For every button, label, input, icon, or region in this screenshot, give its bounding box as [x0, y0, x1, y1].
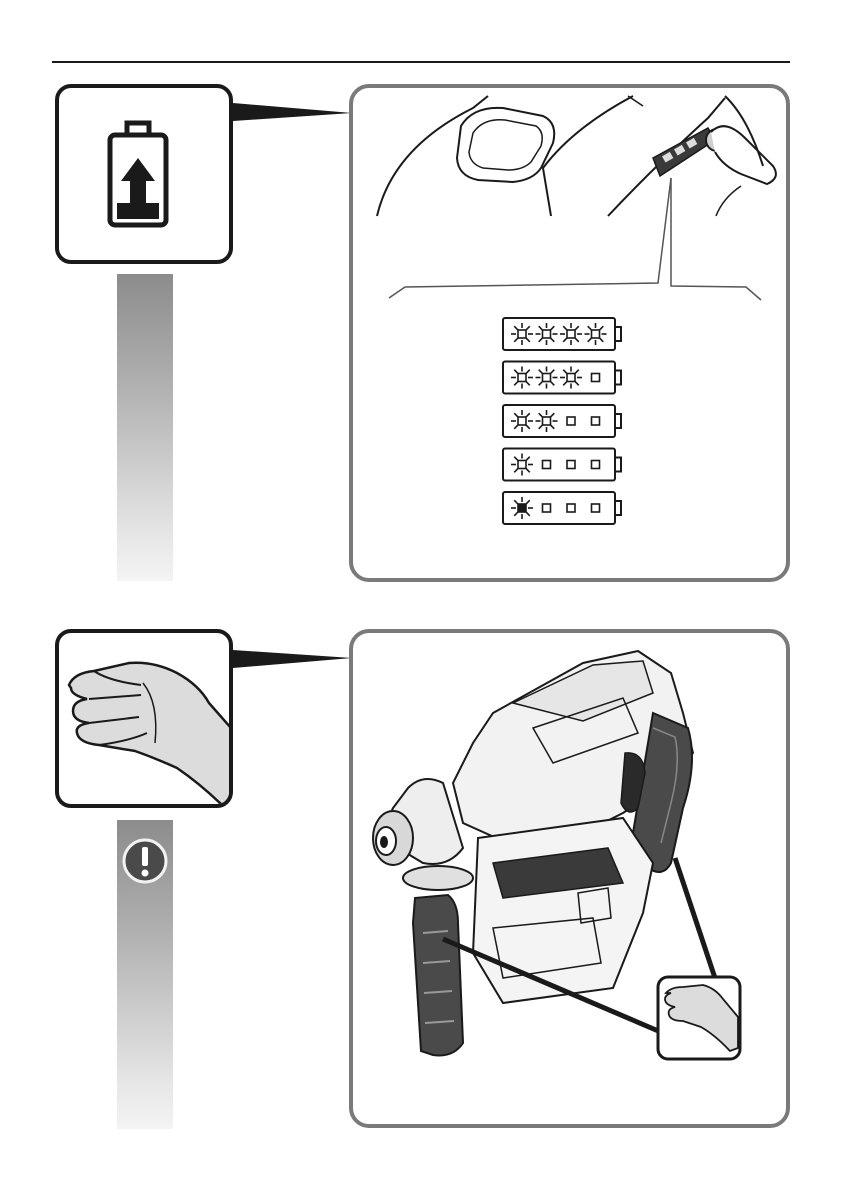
- hand-grip-inset-icon: [658, 977, 740, 1059]
- battery-charge-arrow-icon: [59, 88, 229, 260]
- battery-level-panel: [349, 84, 790, 582]
- unlit-segment-icon: [543, 504, 551, 512]
- lit-segment-icon: [511, 367, 533, 389]
- unlit-segment-icon: [543, 461, 551, 469]
- lit-segment-icon: [511, 410, 533, 432]
- unlit-segment-icon: [567, 461, 575, 469]
- grip-callout-pointer: [233, 650, 352, 668]
- lit-segment-icon: [536, 323, 558, 345]
- lit-segment-icon: [511, 497, 533, 519]
- charge-level-indicator: [503, 405, 621, 437]
- unlit-segment-icon: [592, 504, 600, 512]
- charge-level-indicator: [503, 449, 621, 481]
- rotary-hammer-insulated-grip-illustration: [353, 633, 786, 1124]
- unlit-segment-icon: [567, 417, 575, 425]
- hand-grip-icon: [59, 633, 229, 804]
- lit-segment-icon: [585, 323, 607, 345]
- charge-level-list: [503, 318, 621, 524]
- lit-segment-icon: [511, 323, 533, 345]
- lit-segment-icon: [536, 410, 558, 432]
- hand-icon-box: [55, 629, 233, 808]
- unlit-segment-icon: [592, 374, 600, 382]
- battery-gradient-bar: [117, 274, 173, 581]
- charge-level-indicator: [503, 318, 621, 350]
- battery-icon-box: [55, 84, 233, 264]
- press-battery-level-button-illustration: [353, 88, 786, 578]
- lit-segment-icon: [536, 367, 558, 389]
- grip-panel: [349, 629, 790, 1128]
- unlit-segment-icon: [592, 417, 600, 425]
- unlit-segment-icon: [567, 504, 575, 512]
- lit-segment-icon: [560, 323, 582, 345]
- unlit-segment-icon: [592, 461, 600, 469]
- lit-segment-icon: [560, 367, 582, 389]
- exclamation-warning-icon: [117, 820, 173, 900]
- lit-segment-icon: [511, 454, 533, 476]
- charge-level-indicator: [503, 492, 621, 524]
- battery-callout-pointer: [233, 103, 352, 121]
- charge-level-indicator: [503, 362, 621, 394]
- grip-gradient-bar: [117, 820, 173, 1129]
